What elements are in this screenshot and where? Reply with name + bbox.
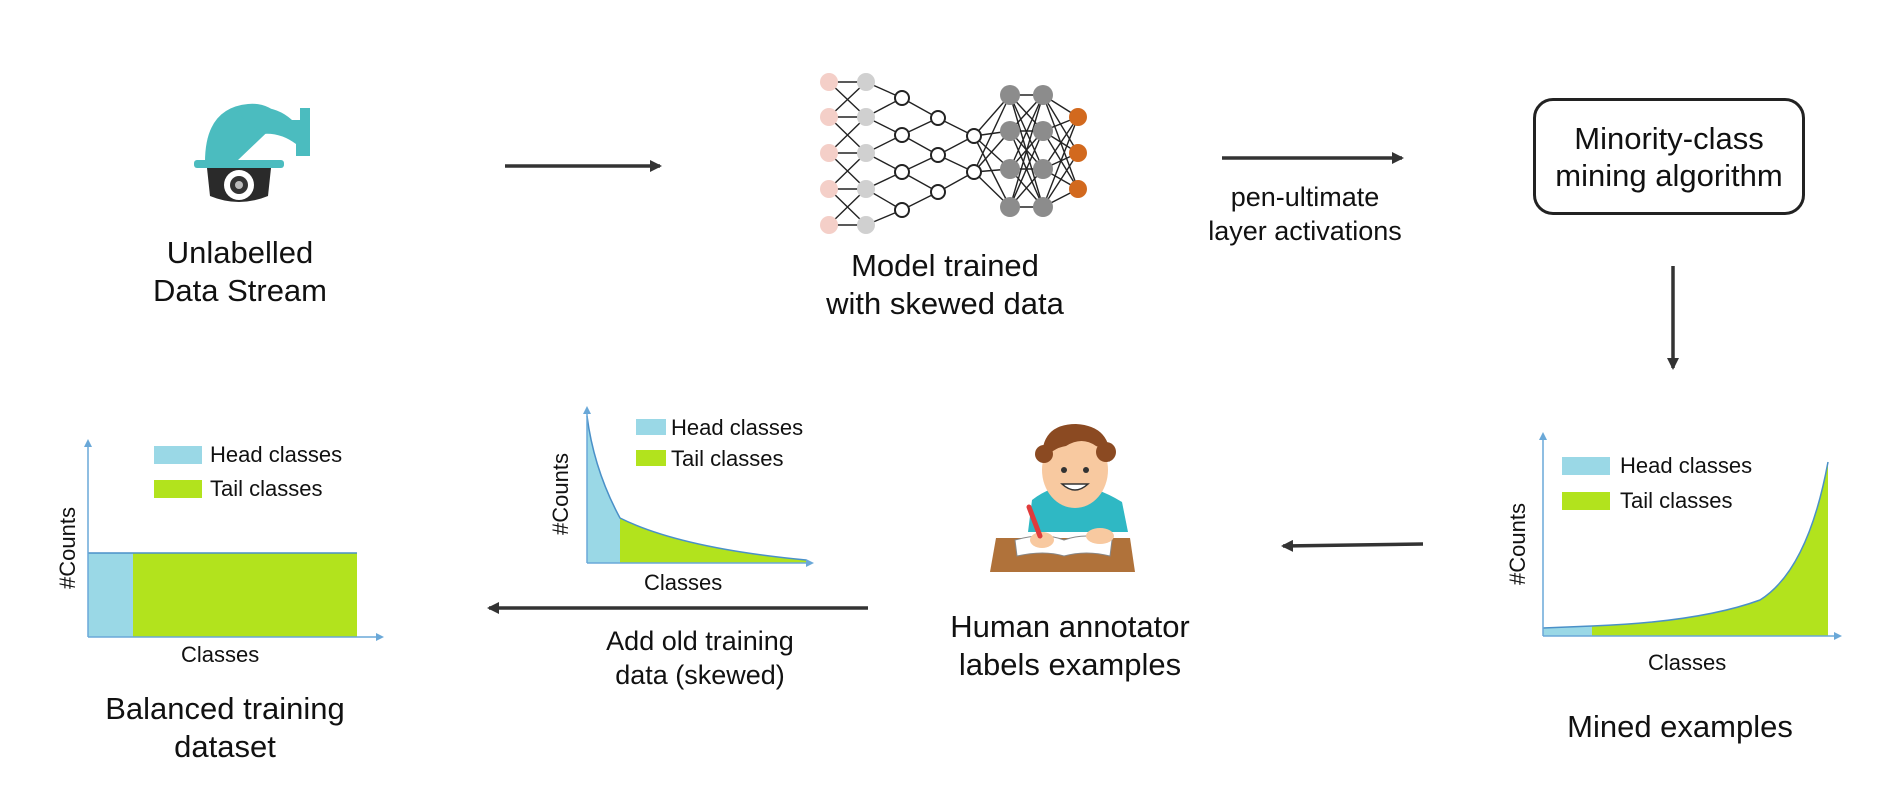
nn-node: [857, 144, 875, 162]
annotator-line2: labels examples: [958, 647, 1182, 682]
person-writing-icon: [990, 424, 1135, 572]
balanced-tail-area: [133, 553, 357, 637]
nn-node: [894, 90, 910, 106]
stream-label-line2: Data Stream: [152, 273, 327, 308]
activations-line2: layer activations: [1208, 216, 1402, 246]
mined-legend-head-swatch: [1562, 457, 1610, 475]
nn-node: [966, 128, 982, 144]
mined-legend-tail-swatch: [1562, 492, 1610, 510]
nn-edge: [1009, 94, 1044, 208]
security-camera-icon: [194, 103, 310, 202]
old-legend-tail: Tail classes: [671, 446, 784, 471]
stream-label-line1: Unlabelled: [166, 235, 314, 270]
mined-chart: [1539, 432, 1842, 640]
balanced-legend-tail-swatch: [154, 480, 202, 498]
old-data-chart: [583, 406, 814, 567]
nn-edge: [1042, 116, 1079, 208]
nn-node: [1033, 85, 1053, 105]
annotator-line1: Human annotator: [950, 609, 1190, 644]
nn-node: [1069, 144, 1087, 162]
model-label-line2: with skewed data: [826, 286, 1064, 321]
nn-edge: [1009, 130, 1044, 208]
nn-edge: [1042, 116, 1079, 170]
nn-node: [1000, 85, 1020, 105]
mined-x-label: Classes: [1648, 650, 1727, 675]
nn-node: [820, 108, 838, 126]
old-legend-head: Head classes: [671, 415, 804, 440]
arrow-mined-to-annotator: [1281, 539, 1424, 552]
old-legend-head-swatch: [636, 419, 666, 435]
algorithm-line2: mining algorithm: [1555, 157, 1783, 193]
model-label: Model trained with skewed data: [800, 247, 1090, 323]
nn-node: [857, 216, 875, 234]
nn-node: [1033, 121, 1053, 141]
nn-node: [1033, 197, 1053, 217]
mined-tail-area: [1592, 462, 1828, 636]
nn-edge: [973, 94, 1011, 173]
activations-label: pen-ultimate layer activations: [1180, 180, 1430, 248]
balanced-legend-head-swatch: [154, 446, 202, 464]
nn-node: [1000, 197, 1020, 217]
balanced-line2: dataset: [174, 729, 276, 764]
algorithm-box: Minority-class mining algorithm: [1533, 98, 1805, 215]
nn-node: [820, 180, 838, 198]
nn-node: [857, 108, 875, 126]
balanced-head-area: [88, 553, 133, 637]
mined-head-area: [1543, 626, 1592, 636]
nn-node: [1069, 180, 1087, 198]
old-head-area: [587, 416, 620, 563]
balanced-x-label: Classes: [181, 642, 260, 667]
mined-legend-head: Head classes: [1620, 453, 1753, 478]
neural-network-icon: [820, 73, 1087, 234]
annotator-label: Human annotator labels examples: [930, 608, 1210, 684]
old-tail-area: [620, 518, 806, 563]
nn-node: [1000, 121, 1020, 141]
nn-node: [930, 110, 946, 126]
old-legend-tail-swatch: [636, 450, 666, 466]
mined-y-label: #Counts: [1505, 503, 1530, 585]
old-data-line1: Add old training: [606, 626, 794, 656]
old-y-label: #Counts: [548, 453, 573, 535]
balanced-legend-head: Head classes: [210, 442, 343, 467]
balanced-legend-tail: Tail classes: [210, 476, 323, 501]
old-data-label: Add old training data (skewed): [570, 624, 830, 692]
nn-edge: [1009, 94, 1044, 170]
nn-edge: [973, 135, 1011, 208]
nn-node: [820, 216, 838, 234]
balanced-chart: [84, 439, 384, 641]
nn-node: [820, 73, 838, 91]
nn-node: [1069, 108, 1087, 126]
nn-node: [966, 164, 982, 180]
model-label-line1: Model trained: [851, 248, 1039, 283]
old-curve: [586, 415, 807, 561]
mined-legend-tail: Tail classes: [1620, 488, 1733, 513]
nn-node: [1033, 159, 1053, 179]
nn-node: [1000, 159, 1020, 179]
old-x-label: Classes: [644, 570, 723, 595]
balanced-line1: Balanced training: [105, 691, 345, 726]
nn-node: [820, 144, 838, 162]
activations-line1: pen-ultimate: [1230, 182, 1380, 212]
stream-label: Unlabelled Data Stream: [120, 234, 360, 310]
nn-edge: [1042, 130, 1079, 190]
nn-node: [930, 147, 946, 163]
algorithm-line1: Minority-class: [1574, 120, 1764, 156]
nn-node: [894, 164, 910, 180]
old-data-line2: data (skewed): [615, 660, 785, 690]
nn-node: [930, 184, 946, 200]
balanced-y-label: #Counts: [55, 507, 80, 589]
mined-title: Mined examples: [1567, 709, 1793, 744]
nn-node: [857, 180, 875, 198]
nn-node: [857, 73, 875, 91]
balanced-label: Balanced training dataset: [90, 690, 360, 766]
mined-curve: [1542, 461, 1829, 629]
nn-node: [894, 202, 910, 218]
nn-edge: [1042, 152, 1079, 208]
nn-node: [894, 127, 910, 143]
